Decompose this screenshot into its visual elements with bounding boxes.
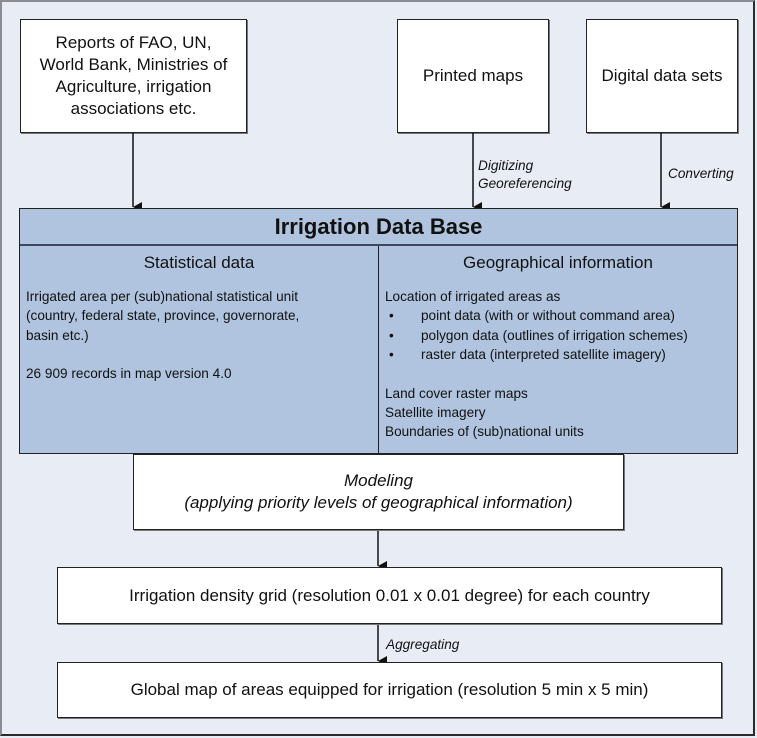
records-count: 26 909 records in map version 4.0 — [26, 366, 232, 382]
list-item: •point data (with or without command are… — [385, 306, 731, 325]
reports-line: World Bank, Ministries of — [39, 55, 228, 74]
bullet-icon: • — [389, 347, 394, 363]
reports-line: associations etc. — [70, 99, 197, 118]
density-grid-label: Irrigation density grid (resolution 0.01… — [129, 585, 650, 605]
georeferencing-text: Georeferencing — [478, 176, 572, 191]
global-map-label: Global map of areas equipped for irrigat… — [130, 680, 649, 699]
global-map-box: Global map of areas equipped for irrigat… — [57, 662, 722, 718]
list-item: •polygon data (outlines of irrigation sc… — [385, 326, 731, 345]
aggregating-label: Aggregating — [386, 637, 460, 652]
geographical-extra: Boundaries of (sub)national units — [385, 424, 584, 440]
density-grid-box: Irrigation density grid (resolution 0.01… — [57, 567, 722, 624]
converting-label: Converting — [668, 166, 734, 181]
source-digital-data-box: Digital data sets — [586, 19, 738, 133]
database-title: Irrigation Data Base — [20, 209, 737, 246]
modeling-subtitle: (applying priority levels of geographica… — [184, 493, 573, 512]
modeling-box: Modeling (applying priority levels of ge… — [133, 454, 624, 530]
modeling-title: Modeling — [344, 471, 413, 490]
bullet-icon: • — [389, 308, 394, 324]
geographical-info-panel: Geographical information Location of irr… — [379, 246, 737, 453]
digital-data-label: Digital data sets — [601, 66, 723, 85]
statistical-data-panel: Statistical data Irrigated area per (sub… — [20, 246, 379, 453]
list-item: •raster data (interpreted satellite imag… — [385, 345, 731, 364]
statistical-line: (country, federal state, province, gover… — [26, 308, 300, 324]
source-reports-box: Reports of FAO, UN, World Bank, Ministri… — [20, 19, 247, 133]
bullet-icon: • — [389, 327, 394, 343]
printed-maps-label: Printed maps — [422, 66, 524, 85]
geographical-extra: Satellite imagery — [385, 405, 486, 421]
digitizing-label: Digitizing Georeferencing — [478, 157, 572, 193]
source-printed-maps-box: Printed maps — [397, 19, 549, 133]
geographical-intro: Location of irrigated areas as — [385, 289, 561, 304]
statistical-line: basin etc.) — [26, 327, 89, 343]
reports-line: Reports of FAO, UN, — [55, 33, 212, 52]
digitizing-text: Digitizing — [478, 158, 534, 173]
geographical-extra: Land cover raster maps — [385, 385, 528, 401]
irrigation-database-box: Irrigation Data Base Statistical data Ir… — [19, 208, 738, 454]
geographical-heading: Geographical information — [463, 253, 653, 272]
statistical-heading: Statistical data — [143, 253, 255, 272]
statistical-line: Irrigated area per (sub)national statist… — [26, 289, 299, 304]
reports-line: Agriculture, irrigation — [55, 77, 212, 96]
